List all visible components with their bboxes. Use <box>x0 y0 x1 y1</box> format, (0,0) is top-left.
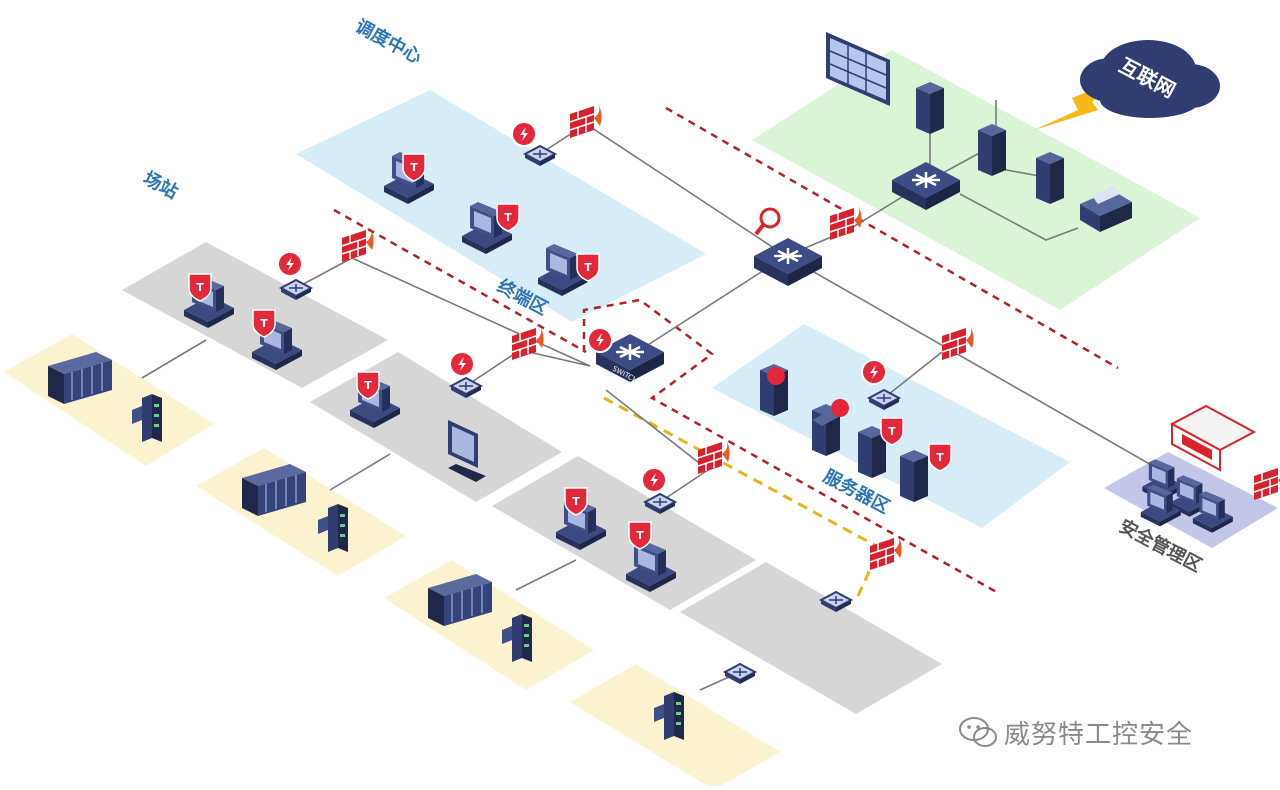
station-gray-zone-3 <box>492 456 756 610</box>
production-network-area <box>752 50 1200 310</box>
firewall-icon[interactable] <box>1253 465 1280 501</box>
security-probe-icon <box>277 251 303 277</box>
server-t-badge-text: T <box>888 425 896 438</box>
server-badge-icon <box>831 399 849 417</box>
security-appliance-icon <box>1169 404 1257 472</box>
terminal-t-badge-text: T <box>410 161 418 174</box>
dispatch-center-label: 调度中心 <box>352 15 426 68</box>
firewall-icon[interactable] <box>569 103 603 139</box>
firewall-icon[interactable] <box>697 439 731 475</box>
station-t-badge-text: T <box>636 529 644 542</box>
firewall-icon[interactable] <box>341 227 375 263</box>
station-t-badge-text: T <box>260 317 268 330</box>
security-probe-icon <box>587 327 613 353</box>
printer-icon <box>1080 186 1132 232</box>
wechat-icon <box>959 717 997 747</box>
video-wall-icon <box>826 32 890 106</box>
server-icon[interactable] <box>978 124 1006 176</box>
switch-icon[interactable] <box>724 663 756 685</box>
dashed-boundary-left <box>333 208 587 354</box>
monitor-icon[interactable] <box>448 420 486 482</box>
security-probe-icon <box>449 351 475 377</box>
security-probe-icon <box>511 121 537 147</box>
firewall-icon[interactable] <box>869 535 903 571</box>
internet-cloud-icon <box>1080 40 1220 118</box>
watermark-text: 威努特工控安全 <box>1004 719 1194 750</box>
audit-magnifier-handle <box>754 222 766 236</box>
station-label: 场站 <box>140 167 182 203</box>
server-icon[interactable] <box>916 82 944 134</box>
watermark: 威努特工控安全 <box>958 712 1258 752</box>
dashed-boundary-upper <box>665 106 1119 370</box>
firewall-icon[interactable] <box>829 205 863 241</box>
server-t-badge-text: T <box>936 451 944 464</box>
terminal-t-badge-text: T <box>584 261 592 274</box>
station-yellow-zone-3 <box>384 560 594 690</box>
terminal-t-badge-text: T <box>504 211 512 224</box>
security-probe-icon <box>861 359 887 385</box>
server-icon[interactable] <box>1036 152 1064 204</box>
station-gray-zone-4 <box>680 562 942 714</box>
security-probe-icon <box>641 467 667 493</box>
server-icon[interactable] <box>900 450 928 502</box>
server-badge-icon <box>767 367 785 385</box>
station-yellow-zone-2 <box>196 448 406 576</box>
audit-magnifier-icon <box>759 207 781 229</box>
station-t-badge-text: T <box>364 379 372 392</box>
station-t-badge-text: T <box>196 281 204 294</box>
station-t-badge-text: T <box>572 495 580 508</box>
